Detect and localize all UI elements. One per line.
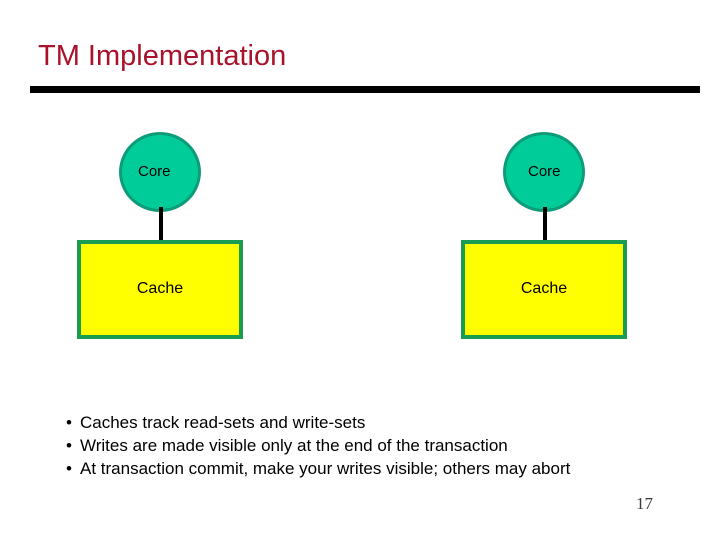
page-title: TM Implementation [38, 40, 287, 72]
cache-label-right: Cache [520, 280, 568, 297]
list-item-text: At transaction commit, make your writes … [80, 459, 571, 478]
bullet-marker-icon: • [66, 459, 72, 478]
core-cache-node-left: Core Cache [60, 0, 320, 540]
title-divider-rule [30, 86, 700, 93]
core-cache-connector-right [543, 207, 547, 242]
core-label-right: Core [528, 163, 561, 180]
cache-label-left: Cache [136, 280, 184, 297]
list-item: • Caches track read-sets and write-sets [66, 411, 696, 434]
core-label-left: Core [138, 163, 171, 180]
list-item: • Writes are made visible only at the en… [66, 434, 696, 457]
bullet-marker-icon: • [66, 413, 72, 432]
cache-box-left[interactable] [77, 240, 243, 339]
bullet-marker-icon: • [66, 436, 72, 455]
cache-box-right[interactable] [461, 240, 627, 339]
page-number: 17 [636, 494, 653, 513]
list-item-text: Writes are made visible only at the end … [80, 436, 508, 455]
list-item-text: Caches track read-sets and write-sets [80, 413, 366, 432]
core-cache-connector-left [159, 207, 163, 242]
core-circle-left[interactable] [119, 132, 201, 212]
bullet-list: • Caches track read-sets and write-sets … [66, 411, 696, 480]
list-item: • At transaction commit, make your write… [66, 457, 696, 480]
core-cache-node-right: Core Cache [444, 0, 704, 540]
